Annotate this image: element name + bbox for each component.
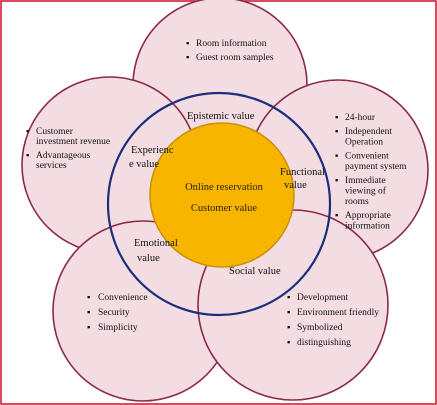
- epistemic-value-label: Epistemic value: [187, 111, 255, 122]
- core-text-line2: Customer value: [191, 203, 258, 214]
- emotional-value-label-1: Emotional: [134, 238, 178, 249]
- core-circle: [149, 122, 295, 268]
- bullet-icon: ▪: [87, 293, 90, 303]
- bullet-icon: ▪: [335, 127, 338, 137]
- bullet-icon: ▪: [287, 308, 290, 318]
- petal-left-item: investment revenue: [36, 137, 110, 147]
- core-text-line1: Online reservation: [185, 182, 264, 193]
- value-ring: [106, 91, 332, 317]
- bullet-icon: ▪: [87, 323, 90, 333]
- bullet-icon: ▪: [287, 338, 290, 348]
- petal-left-item: Customer: [36, 127, 74, 137]
- petal-right-item: payment system: [345, 162, 407, 172]
- petal-bottom_right-item: Development: [297, 293, 349, 303]
- bullet-icon: ▪: [26, 127, 29, 137]
- functional-value-label-1: Functional: [280, 167, 325, 178]
- petal-right-item: Immediate: [345, 176, 386, 186]
- petal-left-item: services: [36, 161, 67, 171]
- petal-right-item: Appropriate: [345, 211, 391, 221]
- petal-left-item: Advantageous: [36, 151, 91, 161]
- experience-value-label-2: e value: [129, 159, 159, 170]
- bullet-icon: ▪: [26, 151, 29, 161]
- petal-right-item: information: [345, 221, 390, 232]
- petal-bottom_left-item: Simplicity: [98, 323, 138, 333]
- petal-right-item: Independent: [345, 127, 392, 137]
- petal-right-item: 24-hour: [345, 113, 376, 123]
- petal-right-item: Operation: [345, 138, 383, 148]
- bullet-icon: ▪: [335, 176, 338, 186]
- experience-value-label-1: Experienc: [131, 145, 174, 156]
- bullet-icon: ▪: [186, 53, 189, 63]
- bullet-icon: ▪: [186, 39, 189, 49]
- petal-right-item: viewing of: [345, 186, 387, 197]
- bullet-icon: ▪: [335, 152, 338, 162]
- petal-bottom_left-item: Convenience: [98, 293, 148, 303]
- petal-lists: ▪ Room information ▪ Guest room samples ▪ Con…: [26, 38, 407, 348]
- petal-bottom_right-item: distinguishing: [297, 338, 351, 348]
- petal-bottom_left-item: Security: [98, 308, 130, 318]
- petal-right-item: rooms: [345, 197, 369, 207]
- bullet-icon: ▪: [287, 293, 290, 303]
- bullet-icon: ▪: [335, 211, 338, 221]
- petal-bottom_right-item: Symbolized: [297, 323, 343, 333]
- bullet-icon: ▪: [287, 323, 290, 333]
- petal-bottom_right-item: Environment friendly: [297, 307, 379, 318]
- functional-value-label-2: value: [284, 180, 307, 191]
- petal-right-item: Convenient: [345, 152, 389, 162]
- bullet-icon: ▪: [87, 308, 90, 318]
- petal-top-item: Guest room samples: [196, 53, 274, 63]
- bullet-icon: ▪: [335, 113, 338, 123]
- emotional-value-label-2: value: [137, 253, 160, 264]
- social-value-label: Social value: [229, 266, 281, 277]
- petal-top-item: Room information: [196, 38, 267, 49]
